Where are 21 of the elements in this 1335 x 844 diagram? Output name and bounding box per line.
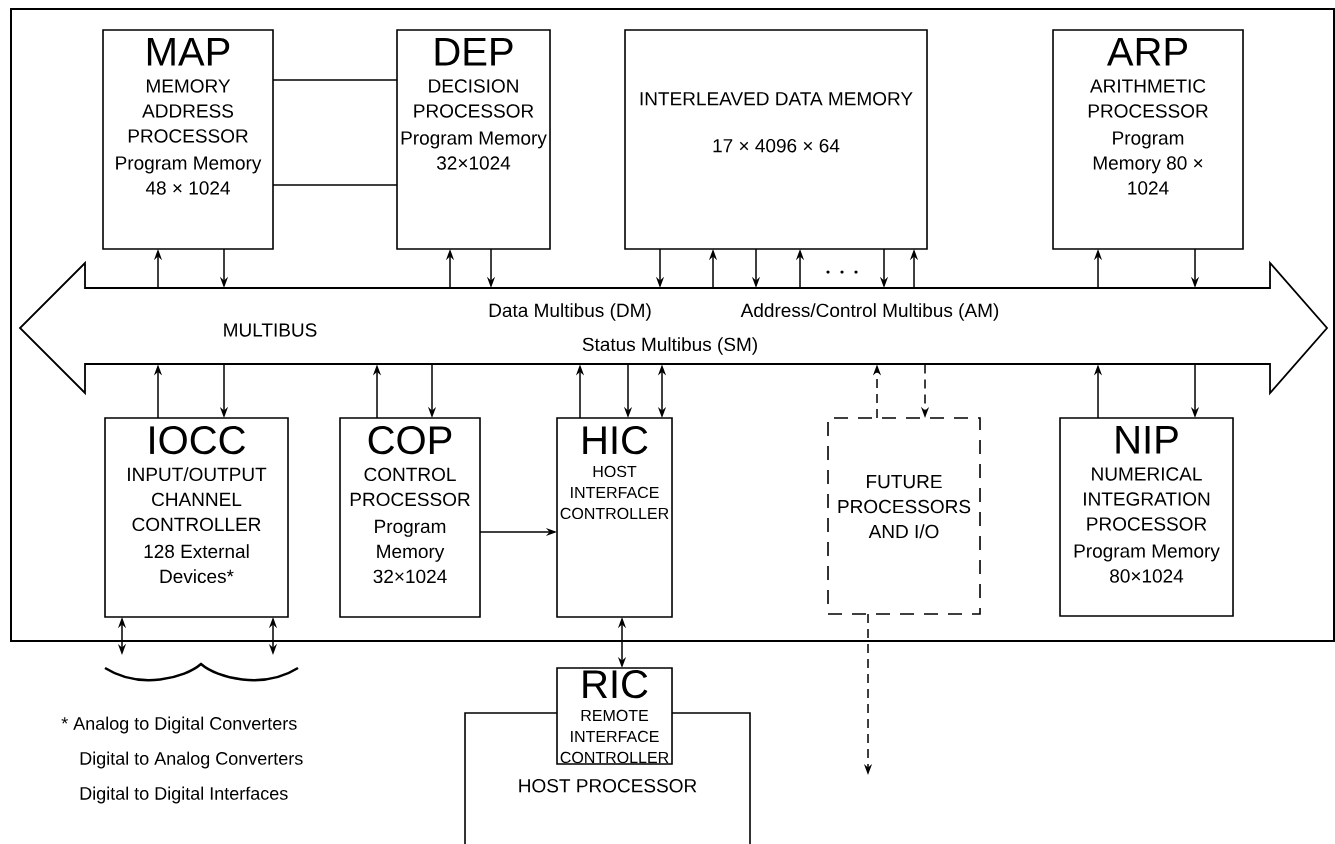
processor-box: ARP ARITHMETIC PROCESSOR Program Memory 80 × 1024	[1052, 29, 1244, 250]
controller-box: IOCC INPUT/OUTPUT CHANNEL CONTROLLER 128 External Devices*	[104, 417, 289, 618]
memory-box: INTERLEAVED DATA MEMORY 17 × 4096 × 64	[624, 29, 928, 250]
connector-line	[272, 79, 398, 81]
footnote-text: * Analog to Digital Converters	[61, 716, 297, 734]
footnote-text: Digital to Digital Interfaces	[80, 786, 288, 804]
bus-label: Address/Control Multibus (AM)	[740, 303, 999, 321]
processor-box: MAP MEMORY ADDRESS PROCESSOR Program Memory 48 × 1024	[102, 29, 274, 250]
system-frame	[10, 8, 1335, 642]
processor-box: COP CONTROL PROCESSOR Program Memory 32×1024	[339, 417, 481, 618]
bus-label: Status Multibus (SM)	[582, 337, 757, 355]
controller-box: HIC HOST INTERFACE CONTROLLER	[556, 417, 673, 618]
footnote-text: Digital to Analog Converters	[80, 751, 303, 769]
connector-line	[272, 184, 398, 186]
brace	[104, 662, 299, 682]
controller-box: RIC REMOTE INTERFACE CONTROLLER	[556, 667, 673, 765]
processor-box: DEP DECISION PROCESSOR Program Memory 32×1024	[396, 29, 551, 250]
future-box: FUTURE PROCESSORS AND I/O	[827, 417, 981, 615]
bus-label: MULTIBUS	[224, 323, 317, 337]
processor-box: NIP NUMERICAL INTEGRATION PROCESSOR Program Memory 80×1024	[1059, 417, 1234, 617]
bus-label: Data Multibus (DM)	[489, 303, 651, 321]
